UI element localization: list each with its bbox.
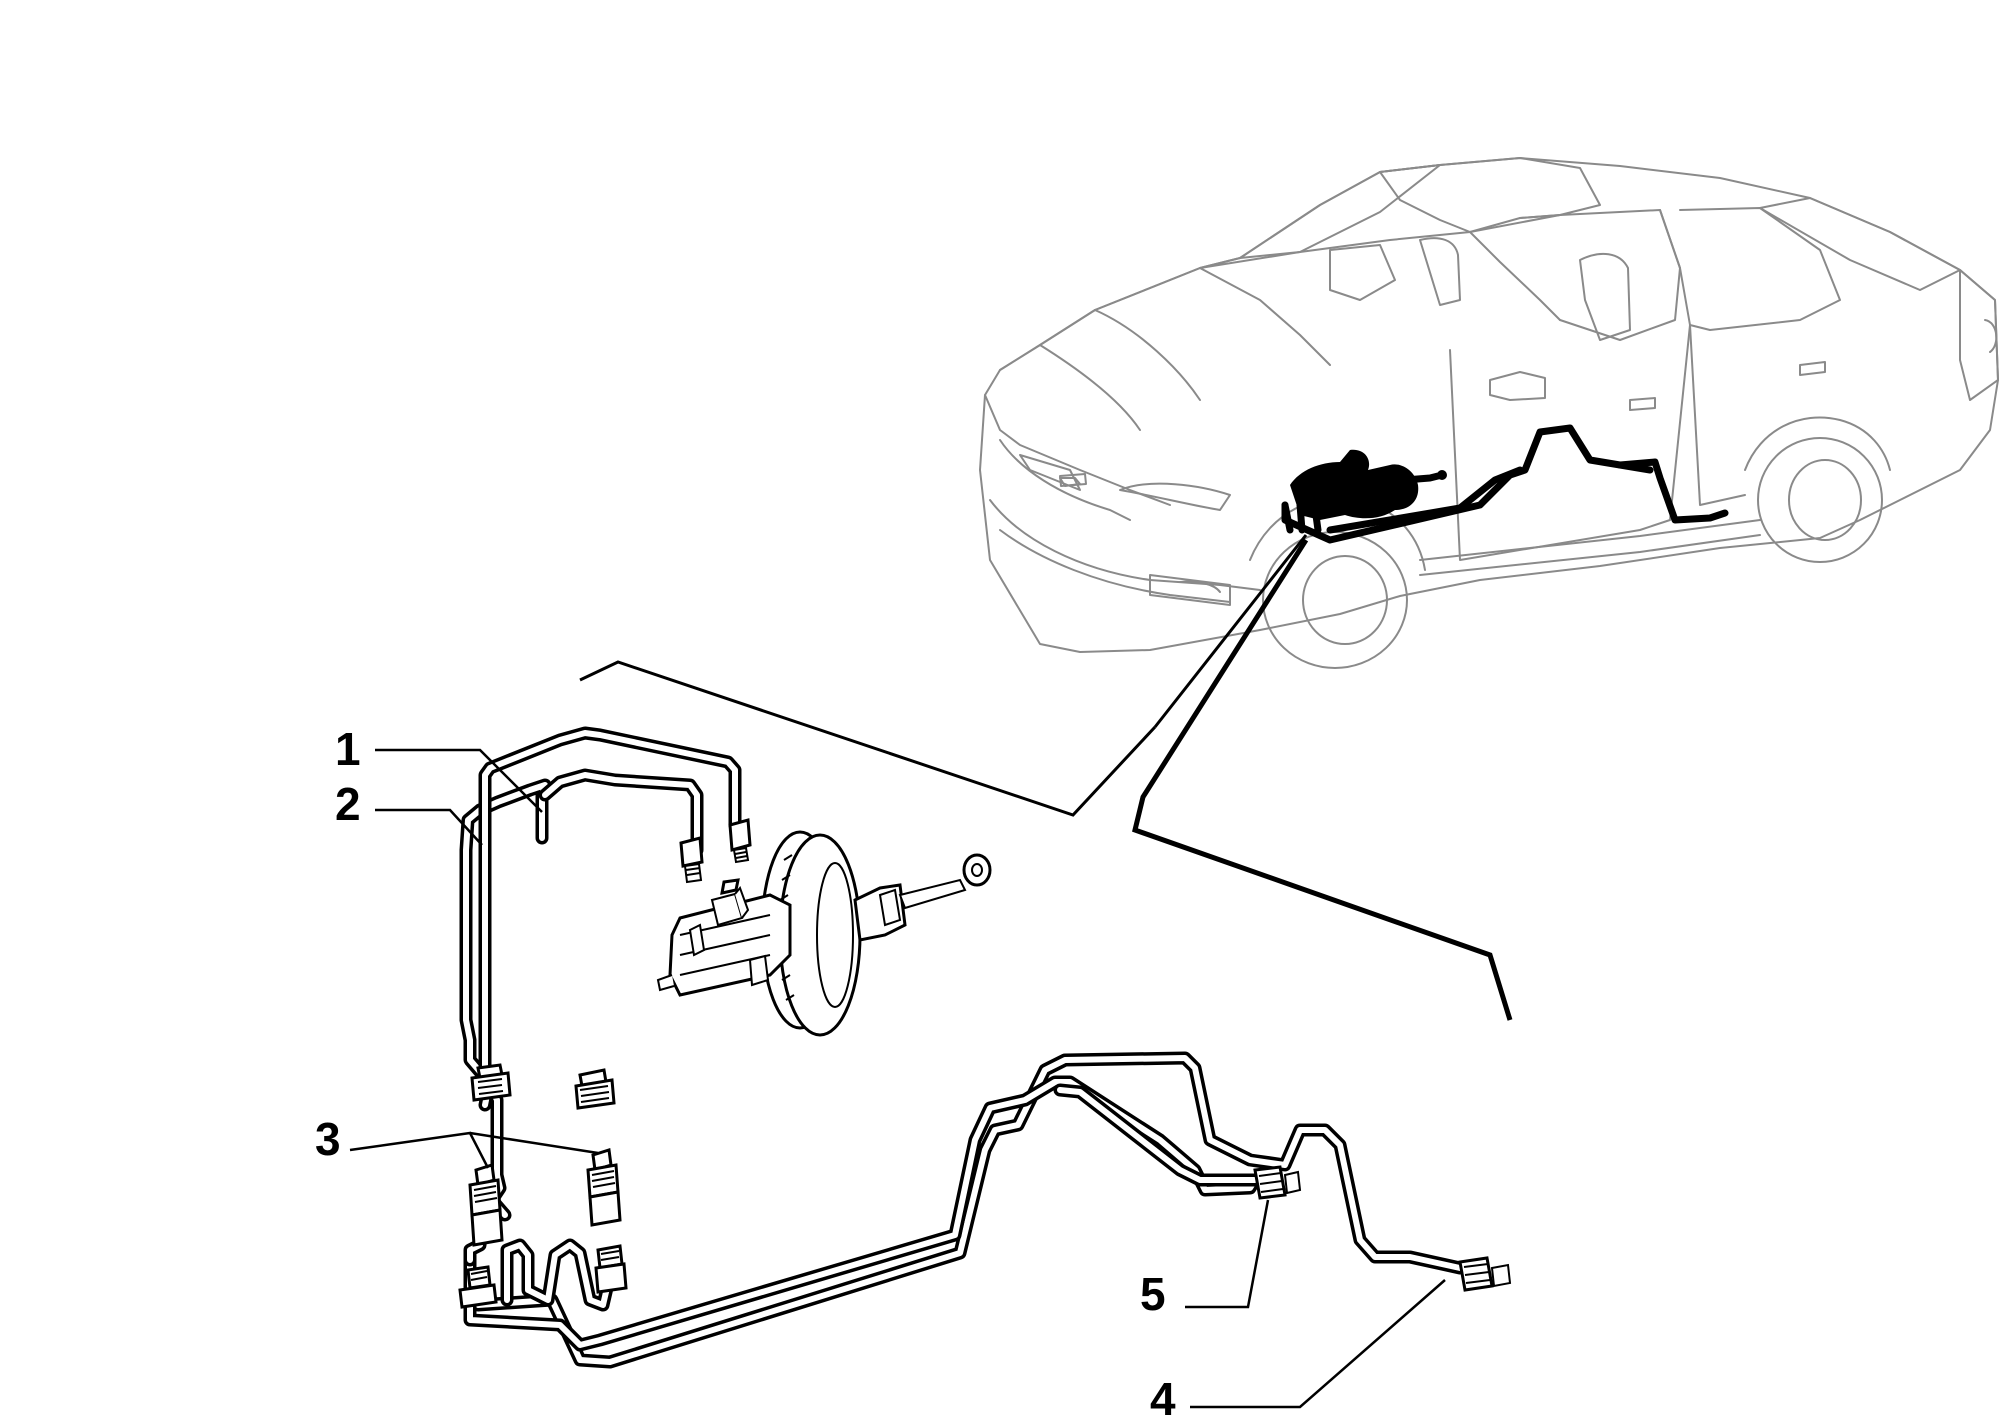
callout-label-5: 5 xyxy=(1140,1268,1166,1320)
callout-leaders xyxy=(349,748,1446,1409)
callout-label-1: 1 xyxy=(335,723,361,775)
callout-label-4: 4 xyxy=(1150,1373,1176,1420)
zoom-lines xyxy=(579,534,1513,1021)
brake-servo-assembly xyxy=(656,830,992,1037)
brake-pipe-1 xyxy=(459,768,704,1222)
callout-labels: 1 2 3 5 4 xyxy=(315,723,1176,1420)
brake-pipes-lower xyxy=(463,1051,1467,1369)
car-brake-routing xyxy=(1281,424,1729,544)
callout-label-3: 3 xyxy=(315,1113,341,1165)
lower-fittings xyxy=(458,1148,1512,1309)
car-illustration xyxy=(979,157,1999,669)
pipe-fittings-upper xyxy=(470,818,752,1110)
callout-label-2: 2 xyxy=(335,778,361,830)
